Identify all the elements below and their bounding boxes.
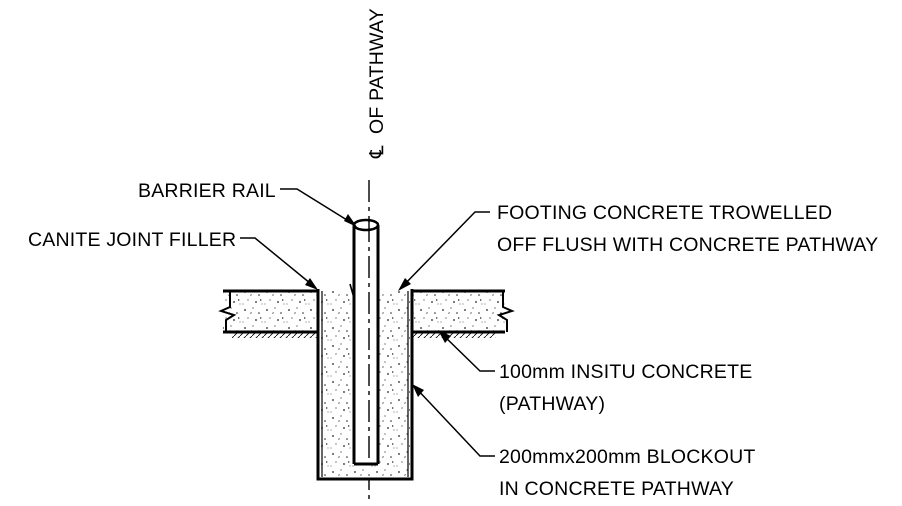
pathway-slab-left bbox=[218, 289, 318, 338]
centerline-text: OF PATHWAY bbox=[366, 8, 388, 134]
leader-canite-joint-filler bbox=[240, 237, 318, 290]
pathway-slab-right bbox=[412, 289, 515, 338]
label-canite-joint-filler: CANITE JOINT FILLER bbox=[28, 229, 236, 251]
joint-filler-mark bbox=[349, 283, 355, 299]
label-barrier-rail: BARRIER RAIL bbox=[138, 180, 276, 202]
leader-barrier-rail bbox=[280, 188, 357, 227]
label-insitu-line1: 100mm INSITU CONCRETE bbox=[499, 361, 752, 383]
label-blockout-line2: IN CONCRETE PATHWAY bbox=[499, 478, 734, 500]
label-footing-line2: OFF FLUSH WITH CONCRETE PATHWAY bbox=[497, 234, 878, 256]
label-footing-line1: FOOTING CONCRETE TROWELLED bbox=[497, 202, 832, 224]
centerline-symbol: ℄ bbox=[366, 145, 388, 159]
label-blockout-line1: 200mmx200mm BLOCKOUT bbox=[499, 446, 755, 468]
label-insitu-line2: (PATHWAY) bbox=[499, 393, 605, 415]
centerline-label: ℄ OF PATHWAY bbox=[366, 8, 388, 159]
barrier-rail-post bbox=[352, 218, 380, 466]
leader-footing-concrete bbox=[398, 211, 490, 291]
leader-blockout bbox=[412, 384, 495, 457]
leader-insitu-concrete bbox=[438, 330, 495, 372]
